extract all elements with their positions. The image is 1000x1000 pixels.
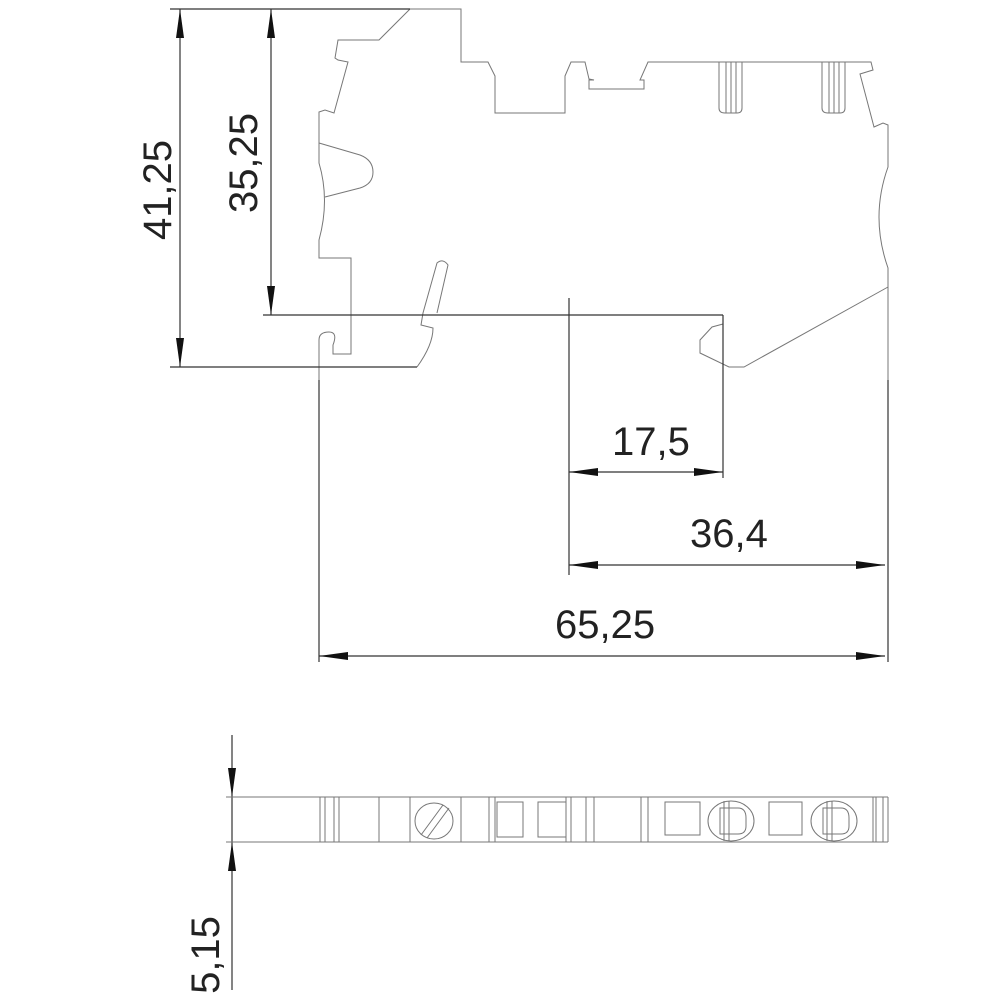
screw-icon bbox=[414, 802, 454, 840]
top-view-outline bbox=[226, 796, 889, 843]
dimension-offset-small: 17,5 bbox=[612, 420, 690, 464]
dimension-width-total: 65,25 bbox=[555, 603, 656, 647]
side-view-outline bbox=[318, 8, 889, 380]
dimension-thickness: 5,15 bbox=[183, 916, 228, 994]
dimension-offset-medium: 36,4 bbox=[690, 512, 768, 556]
dimension-height-rail: 35,25 bbox=[222, 112, 267, 214]
dimension-height-total: 41,25 bbox=[136, 139, 181, 241]
dimension-lines bbox=[170, 8, 889, 990]
